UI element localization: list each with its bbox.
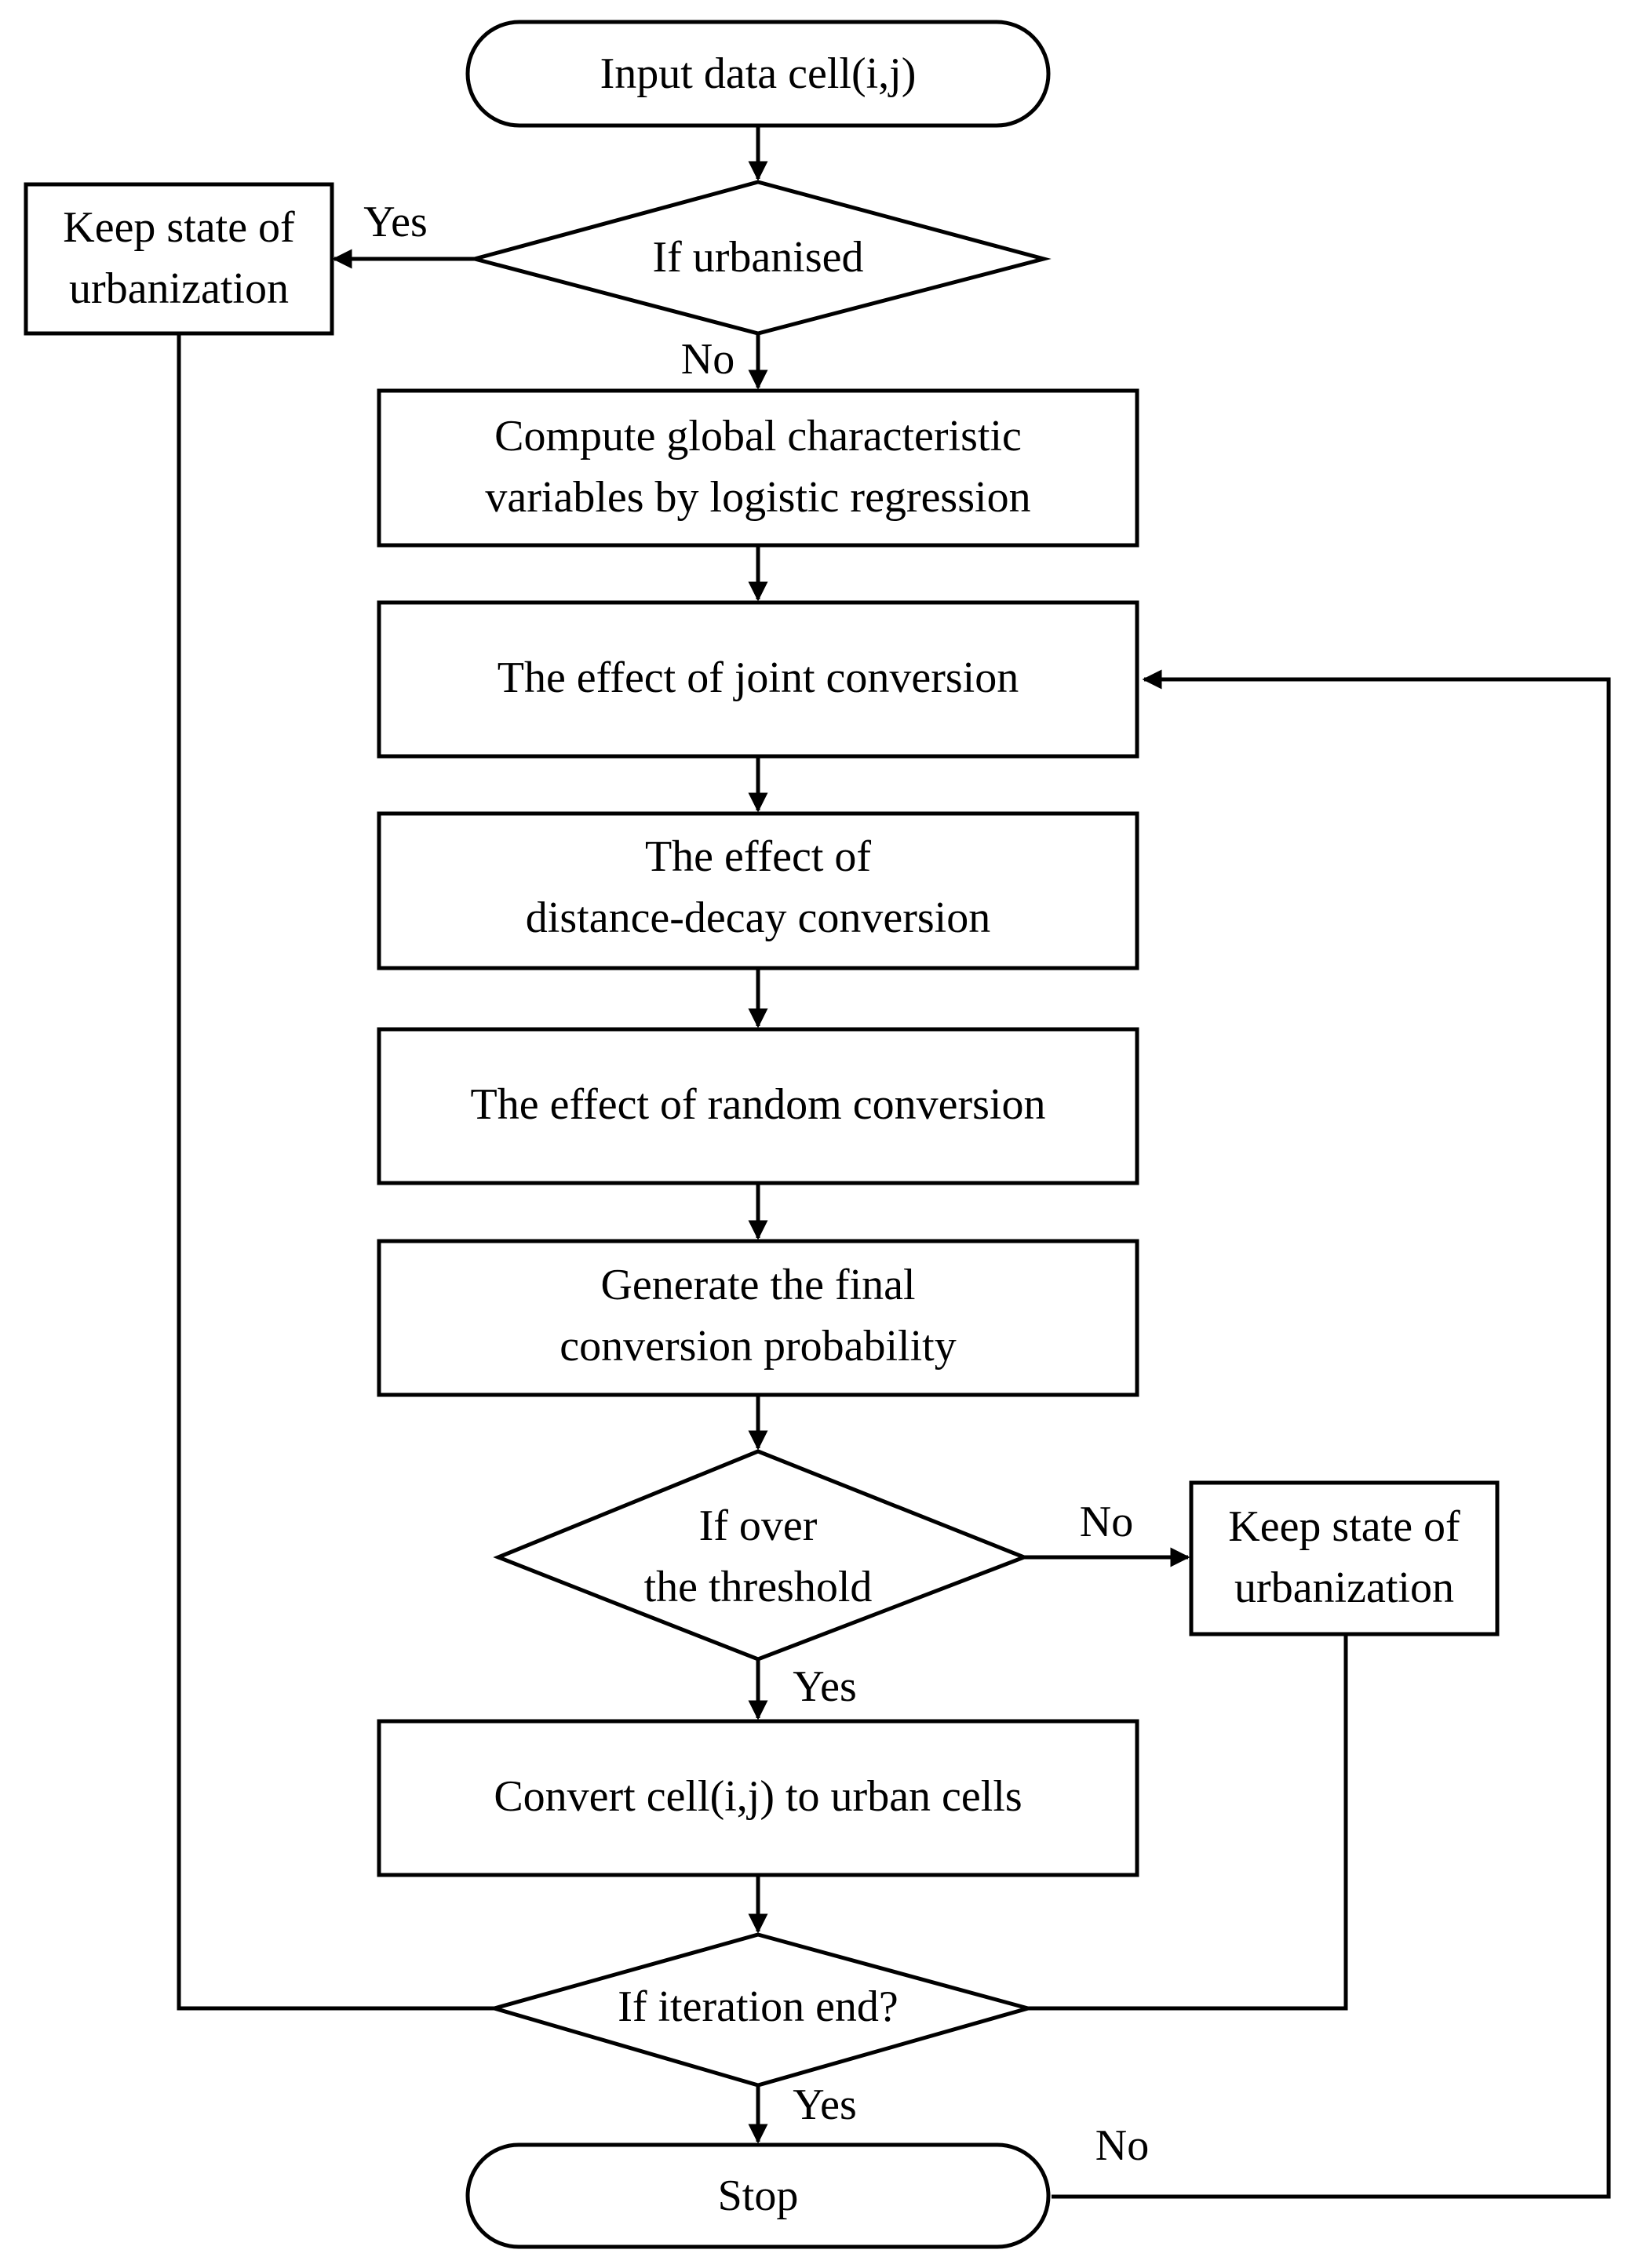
if-iteration-end-label: If iteration end? — [618, 1982, 899, 2031]
node-start: Input data cell(i,j) — [465, 20, 1051, 128]
distance-decay-box — [377, 811, 1139, 970]
start-terminal — [465, 20, 1051, 128]
joint-conversion-label: The effect of joint conversion — [498, 653, 1019, 702]
distance-decay-label-line1: The effect of — [645, 832, 871, 881]
convert-cell-label: Convert cell(i,j) to urban cells — [494, 1772, 1022, 1821]
node-if-urbanised: If urbanised — [467, 180, 1052, 336]
iteration-no-label: No — [1095, 2121, 1149, 2170]
keep-state-right-label-line1: Keep state of — [1228, 1502, 1460, 1551]
node-distance-decay: The effect of distance-decay conversion — [377, 811, 1139, 970]
threshold-no-label: No — [1080, 1498, 1133, 1546]
keep-state-top-label-line2: urbanization — [69, 264, 289, 313]
urbanised-no-label: No — [681, 335, 734, 384]
edge-iteration-no-loop-to-joint — [1052, 669, 1611, 2199]
node-compute-global: Compute global characteristic variables … — [377, 388, 1139, 548]
node-if-iteration-end: If iteration end? — [487, 1932, 1036, 2088]
keep-state-top-box — [24, 182, 334, 336]
node-stop: Stop — [465, 2142, 1051, 2249]
keep-state-right-label-line2: urbanization — [1234, 1564, 1454, 1612]
node-convert-cell: Convert cell(i,j) to urban cells — [377, 1719, 1139, 1877]
edge-labels: Yes No No Yes Yes No — [363, 198, 1149, 2170]
urbanised-yes-label: Yes — [363, 198, 427, 246]
node-if-threshold: If over the threshold — [493, 1449, 1030, 1662]
compute-global-label-line2: variables by logistic regression — [485, 473, 1030, 522]
if-urbanised-label: If urbanised — [652, 233, 863, 282]
edge-keep-state-right-to-iteration-end — [1028, 1634, 1348, 2011]
edges — [177, 126, 1611, 2199]
final-probability-label-line2: conversion probability — [560, 1322, 956, 1371]
start-label: Input data cell(i,j) — [600, 49, 917, 98]
compute-global-box — [377, 388, 1139, 548]
compute-global-label-line1: Compute global characteristic — [494, 412, 1022, 461]
random-conversion-box — [377, 1027, 1139, 1185]
node-final-probability: Generate the final conversion probabilit… — [377, 1239, 1139, 1397]
keep-state-right-box — [1189, 1480, 1500, 1636]
stop-label: Stop — [718, 2172, 799, 2220]
final-probability-label-line1: Generate the final — [600, 1261, 915, 1309]
node-random-conversion: The effect of random conversion — [377, 1027, 1139, 1185]
joint-conversion-box — [377, 600, 1139, 759]
node-keep-state-right: Keep state of urbanization — [1189, 1480, 1500, 1636]
if-threshold-decision — [493, 1449, 1030, 1662]
edge-keep-state-top-to-iteration-end — [177, 334, 494, 2011]
if-iteration-end-decision — [487, 1932, 1036, 2088]
stop-terminal — [465, 2142, 1051, 2249]
convert-cell-box — [377, 1719, 1139, 1877]
random-conversion-label: The effect of random conversion — [471, 1080, 1046, 1129]
final-probability-box — [377, 1239, 1139, 1397]
if-threshold-label-line1: If over — [699, 1502, 818, 1550]
node-keep-state-top: Keep state of urbanization — [24, 182, 334, 336]
threshold-yes-label: Yes — [793, 1662, 856, 1711]
if-urbanised-decision — [467, 180, 1052, 336]
node-joint-conversion: The effect of joint conversion — [377, 600, 1139, 759]
if-threshold-label-line2: the threshold — [644, 1563, 873, 1611]
iteration-yes-label: Yes — [793, 2081, 856, 2129]
keep-state-top-label-line1: Keep state of — [63, 203, 295, 252]
distance-decay-label-line2: distance-decay conversion — [526, 894, 990, 942]
